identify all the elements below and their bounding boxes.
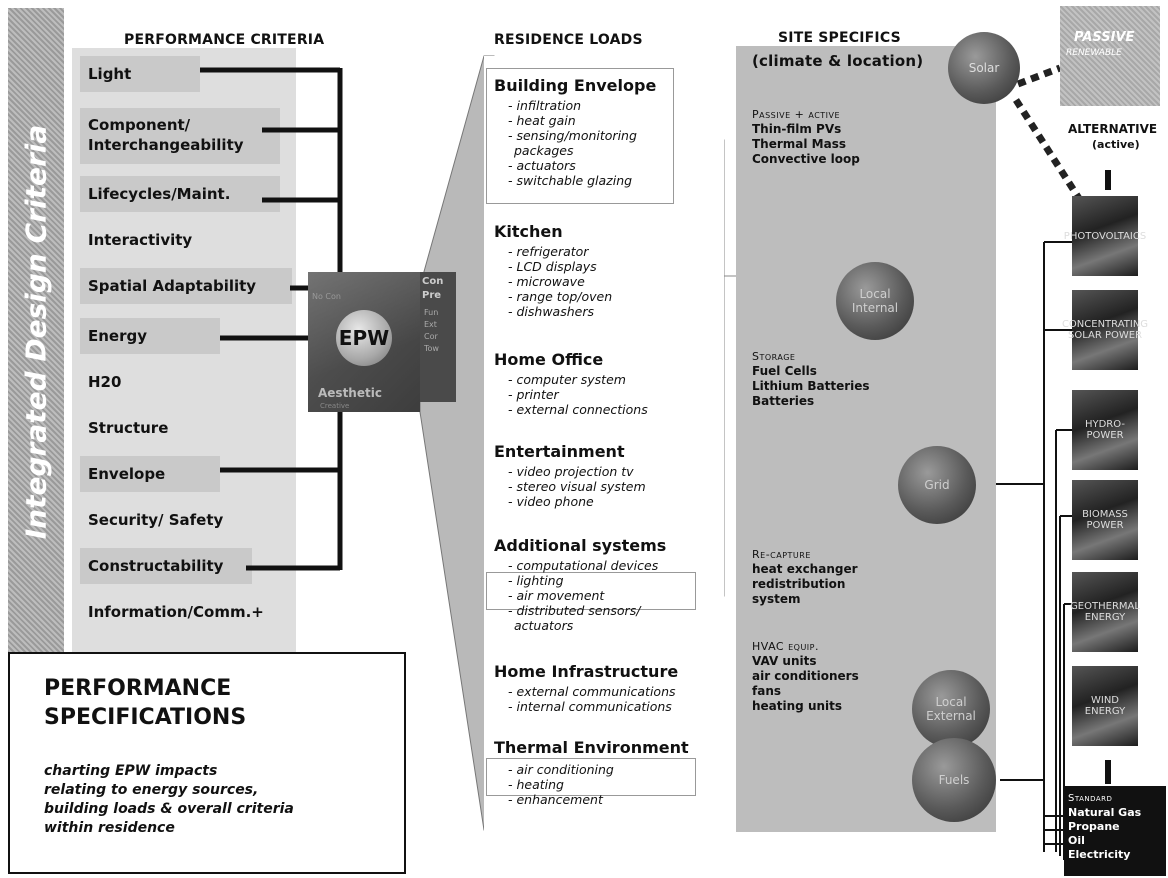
passive-active-caption: Passive + active [752, 108, 841, 121]
load-group-title: Additional systems [494, 536, 667, 555]
epw-fragment: Cor [424, 332, 438, 341]
epw-circle: EPW [336, 310, 392, 366]
criteria-box-constructability [80, 548, 252, 584]
criteria-lifecycles: Lifecycles/Maint. [88, 185, 231, 203]
geothermal-energy-tile: GEOTHERMAL ENERGY [1070, 572, 1140, 652]
local-external-circle: Local External [912, 670, 990, 748]
standard-item: Electricity [1068, 848, 1131, 861]
epw-fragment-con: Con [422, 276, 444, 287]
hvac-caption: HVAC equip. [752, 640, 819, 653]
epw-fragment-pre: Pre [422, 290, 442, 301]
epw-fragment: Tow [424, 344, 439, 353]
criteria-box-spatial [80, 268, 292, 304]
performance-criteria-header: PERFORMANCE CRITERIA [124, 32, 325, 48]
solar-circle: Solar [948, 32, 1020, 104]
criteria-envelope: Envelope [88, 465, 166, 483]
criteria-box-envelope [80, 456, 220, 492]
additional-systems-box [486, 572, 696, 610]
photovoltaics-tile: PHOTOVOLTAICS [1064, 196, 1146, 276]
concentrating-solar-tile: CONCENTRATING SOLAR POWER [1062, 290, 1148, 370]
standard-item: Natural Gas [1068, 806, 1142, 819]
criteria-energy: Energy [88, 327, 148, 345]
load-group-title: Kitchen [494, 222, 563, 241]
load-group-title: Home Office [494, 350, 604, 369]
standard-item: Propane [1068, 820, 1120, 833]
epw-fragment: Fun [424, 308, 439, 317]
epw-fragment-left: No Con [312, 292, 341, 301]
load-group-title: Entertainment [494, 442, 625, 461]
criteria-interactivity: Interactivity [88, 231, 193, 249]
storage-caption: Storage [752, 350, 796, 363]
criteria-component: Component/ Interchangeability [88, 116, 244, 154]
criteria-security: Security/ Safety [88, 511, 224, 529]
load-group-items: - video projection tv- stereo visual sys… [508, 464, 646, 509]
load-group-items: - computer system- printer- external con… [508, 372, 648, 417]
load-group-items: - refrigerator- LCD displays- microwave-… [508, 244, 613, 319]
side-banner [8, 8, 64, 656]
epw-block-right [420, 272, 456, 402]
standard-box: Standard Natural Gas Propane Oil Electri… [1064, 786, 1166, 876]
specifications-title-1: PERFORMANCE [44, 676, 232, 701]
load-group-items: - computational devices- lighting- air m… [508, 558, 659, 633]
passive-renewable-box [1060, 6, 1160, 106]
biomass-power-tile: BIOMASS POWER [1072, 480, 1138, 560]
active-label: (active) [1092, 138, 1140, 151]
epw-aesthetic-label: Aesthetic [318, 386, 382, 400]
criteria-box-light [80, 56, 200, 92]
criteria-spatial: Spatial Adaptability [88, 277, 257, 295]
epw-fragment: Ext [424, 320, 437, 329]
load-group-items: - infiltration- heat gain- sensing/monit… [508, 98, 637, 188]
site-specifics-subheader: (climate & location) [752, 52, 924, 70]
criteria-box-lifecycles [80, 176, 280, 212]
hydro-power-tile: HYDRO-POWER [1072, 390, 1138, 470]
criteria-light: Light [88, 65, 132, 83]
recapture-caption: Re-capture [752, 548, 811, 561]
specifications-title-2: SPECIFICATIONS [44, 705, 247, 730]
residence-loads-header: RESIDENCE LOADS [494, 32, 643, 48]
local-internal-circle: Local Internal [836, 262, 914, 340]
load-group-items: - external communications- internal comm… [508, 684, 676, 714]
criteria-information: Information/Comm.+ [88, 603, 264, 621]
criteria-constructability: Constructability [88, 557, 224, 575]
passive-label: PASSIVE [1074, 30, 1135, 45]
load-group-title: Home Infrastructure [494, 662, 679, 681]
standard-item: Oil [1068, 834, 1085, 847]
load-group-title: Building Envelope [494, 76, 657, 95]
criteria-structure: Structure [88, 419, 169, 437]
wind-energy-tile: WIND ENERGY [1072, 666, 1138, 746]
performance-specifications-box: PERFORMANCE SPECIFICATIONS charting EPW … [8, 652, 406, 874]
criteria-h20: H20 [88, 373, 122, 391]
grid-circle: Grid [898, 446, 976, 524]
alternative-label: ALTERNATIVE [1068, 122, 1158, 136]
load-group-title: Thermal Environment [494, 738, 689, 757]
criteria-box-energy [80, 318, 220, 354]
fuels-circle: Fuels [912, 738, 996, 822]
standard-caption: Standard [1068, 793, 1113, 804]
load-group-items: - air conditioning- heating- enhancement [508, 762, 614, 807]
renewable-label: RENEWABLE [1066, 48, 1122, 58]
specifications-desc: charting EPW impacts relating to energy … [44, 763, 294, 836]
building-envelope-box [486, 68, 674, 204]
criteria-box-component [80, 108, 280, 164]
epw-fragment-small: Creative [320, 402, 350, 410]
site-specifics-header: SITE SPECIFICS [778, 30, 901, 46]
loads-column [484, 56, 724, 834]
thermal-environment-box [486, 758, 696, 796]
